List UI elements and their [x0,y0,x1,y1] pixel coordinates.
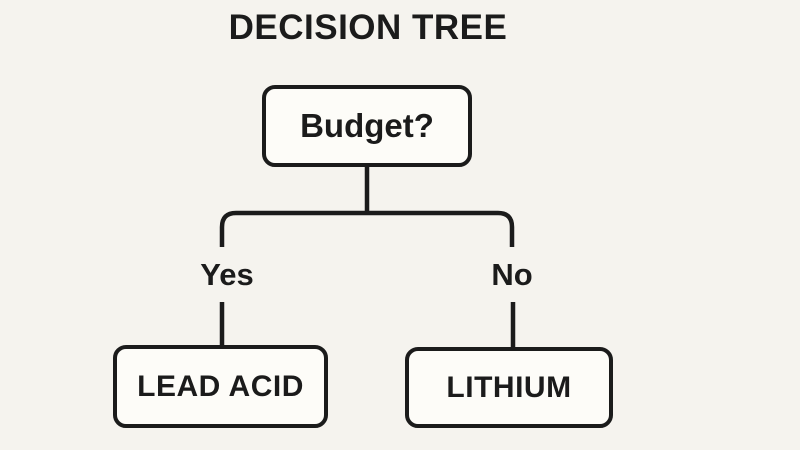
leaf-node-lithium-label: LITHIUM [446,370,572,404]
branch-bar-line [219,210,515,247]
branch-label-yes: Yes [200,257,254,292]
leaf-node-lead-acid: LEAD ACID [113,345,328,428]
leaf-node-lithium: LITHIUM [405,347,613,428]
root-node-budget: Budget? [262,85,472,167]
leaf-node-lead-acid-label: LEAD ACID [137,369,304,403]
branch-label-no: No [491,257,533,292]
diagram-title: DECISION TREE [228,8,508,47]
root-node-label: Budget? [300,107,434,144]
